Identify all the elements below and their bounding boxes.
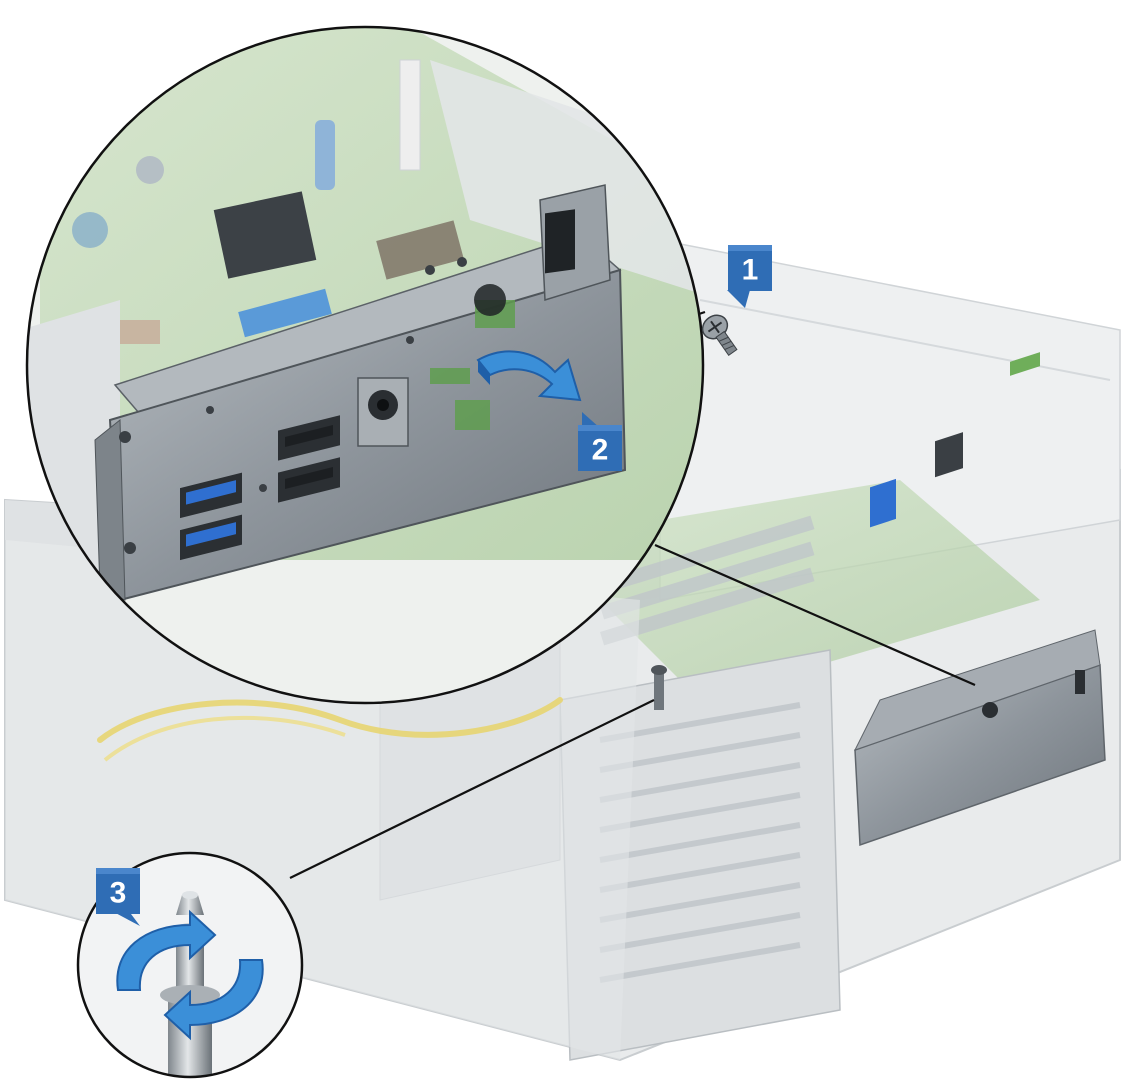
callout-1-label: 1 <box>742 254 759 287</box>
leader-line-zoom <box>654 543 976 687</box>
standoff-screw <box>651 665 667 710</box>
audio-jack <box>982 702 998 718</box>
callout-3: 3 <box>96 868 140 926</box>
callout-1: 1 <box>727 245 772 308</box>
usb2-port-top <box>278 415 340 461</box>
callout-2: 2 <box>578 412 622 471</box>
zoom-inset <box>25 25 705 705</box>
chipset <box>213 191 317 279</box>
latch <box>315 120 335 190</box>
screw-icon <box>701 314 738 356</box>
bracket-slot <box>545 209 575 274</box>
board-header <box>455 400 490 430</box>
callout-3-label: 3 <box>110 877 127 910</box>
header-connector <box>238 288 332 338</box>
usb2-port-bottom <box>278 457 340 503</box>
curved-arrow-icon <box>476 350 582 402</box>
audio-jack-zoomed <box>357 377 409 447</box>
usb2-port <box>935 432 963 478</box>
leader-line-standoff <box>289 699 655 879</box>
usb3-port-top <box>180 472 242 519</box>
io-bracket-installed <box>854 352 1106 847</box>
rotate-arrows-icon <box>116 909 264 1041</box>
power-cable <box>97 697 563 743</box>
callout-2-label: 2 <box>592 434 609 467</box>
standoff-inset-border <box>76 851 304 1079</box>
usb3-port <box>870 478 896 528</box>
usb3-port-bottom <box>180 514 242 561</box>
zoom-inset-border <box>25 25 705 705</box>
